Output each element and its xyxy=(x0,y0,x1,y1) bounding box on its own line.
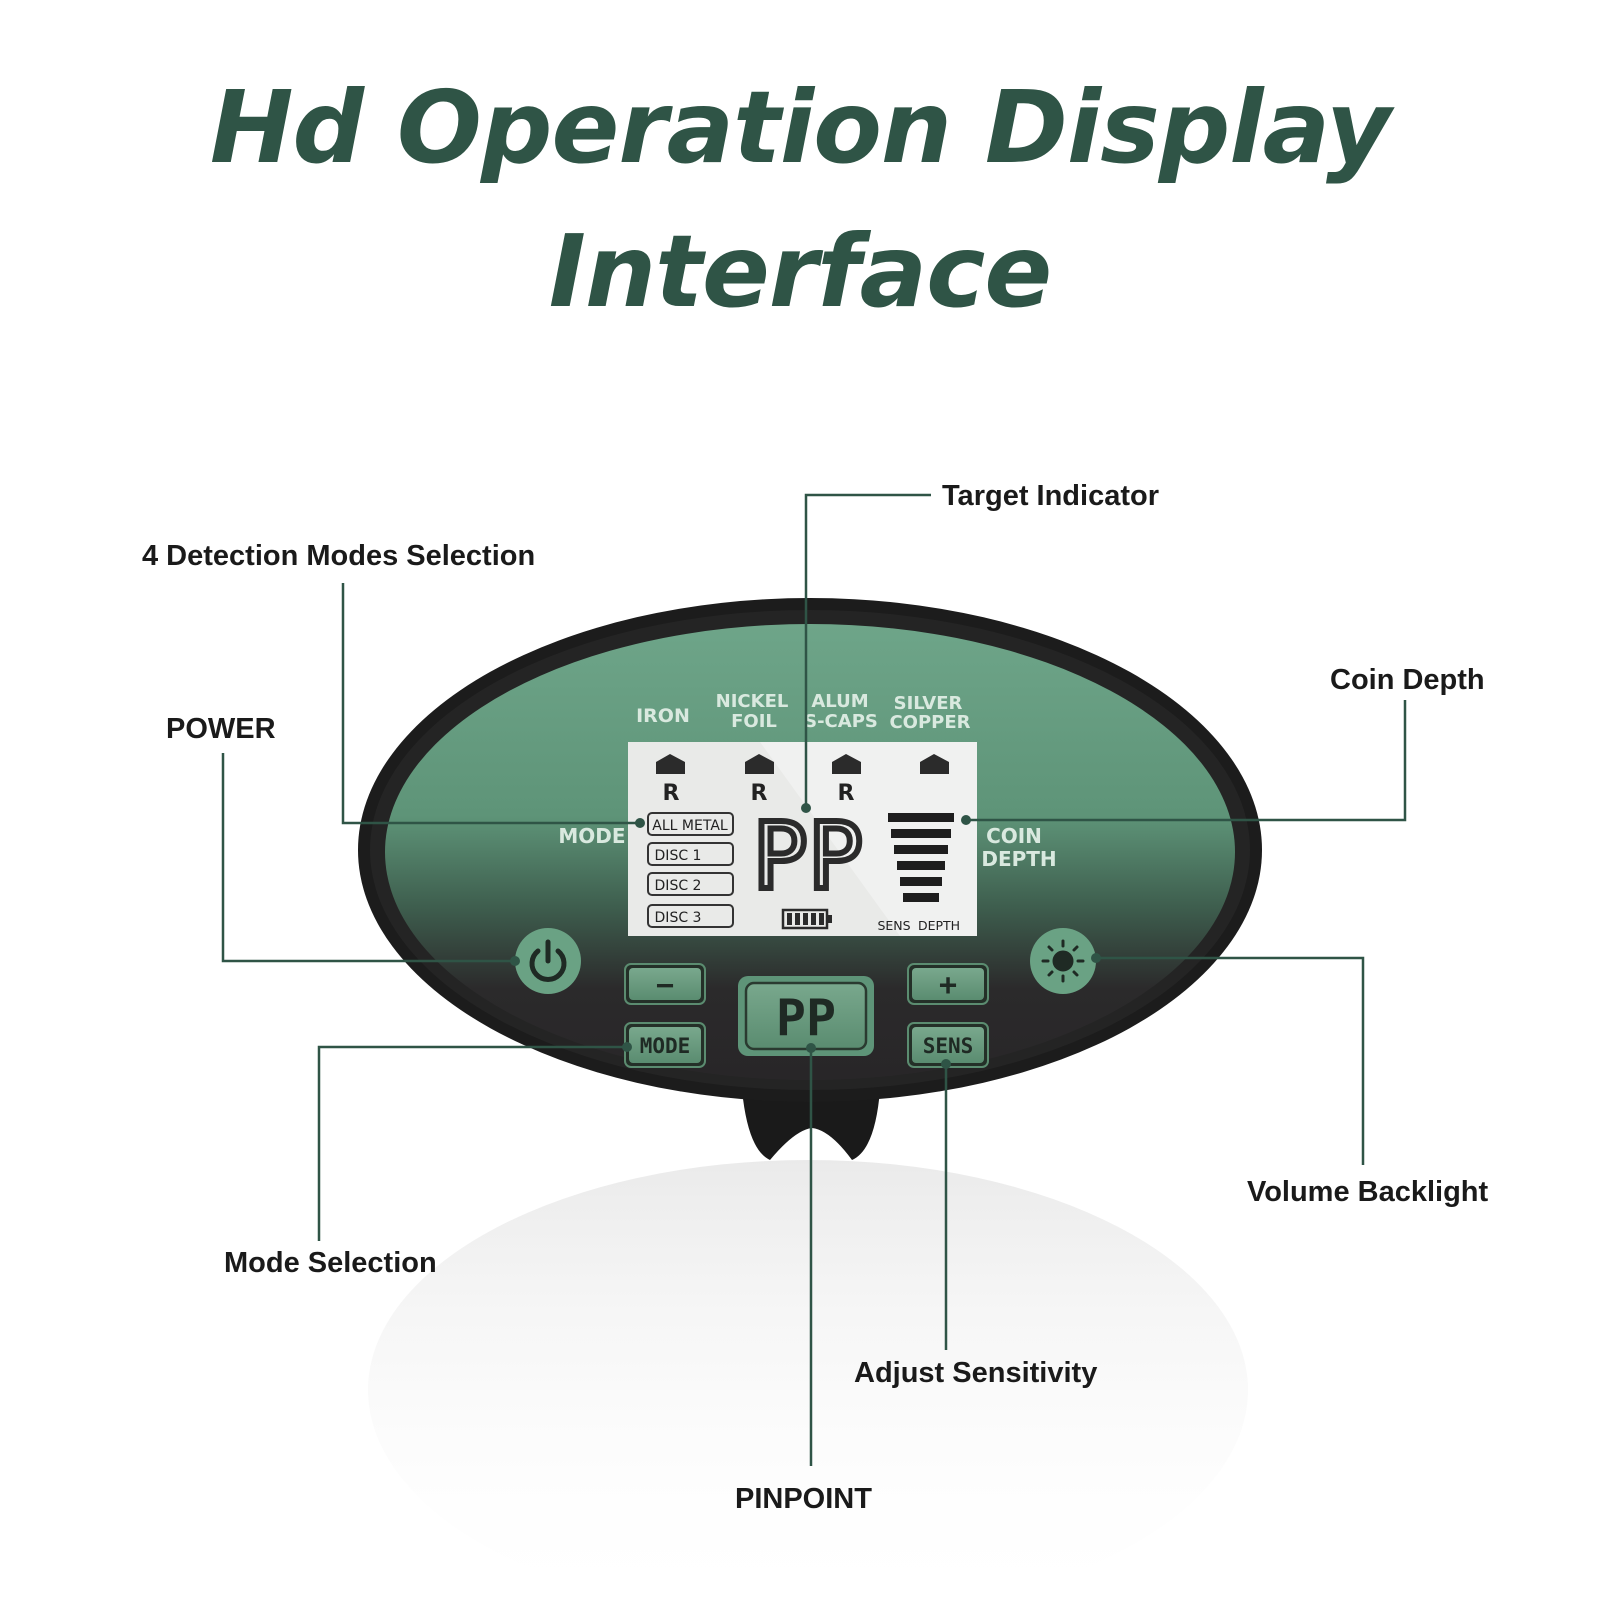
leader-dot xyxy=(622,1042,632,1052)
lcd-digits: PP xyxy=(753,803,864,910)
label-alum: ALUM xyxy=(811,691,868,712)
mode-list: ALL METAL DISC 1 DISC 2 DISC 3 xyxy=(647,812,734,928)
page-title-line-1: Hd Operation Display xyxy=(209,69,1391,186)
sens-button[interactable]: SENS xyxy=(907,1022,989,1068)
depth-bar xyxy=(891,829,951,838)
sens-button-label: SENS xyxy=(923,1034,974,1058)
leader-dot xyxy=(801,803,811,813)
label-silver: SILVER xyxy=(894,693,963,714)
label-foil: FOIL xyxy=(731,711,777,732)
callout-adjust-sensitivity: Adjust Sensitivity xyxy=(854,1357,1098,1389)
mode-box-disc-2 xyxy=(647,872,734,896)
depth-bar xyxy=(897,861,945,870)
callout-power: POWER xyxy=(166,713,276,745)
label-coin: COIN xyxy=(986,824,1042,848)
minus-button[interactable]: − xyxy=(624,963,706,1005)
power-icon xyxy=(529,939,567,982)
sens-label: SENS xyxy=(877,918,910,933)
depth-bar xyxy=(888,813,954,822)
mode-disc-2: DISC 2 xyxy=(655,878,702,894)
plus-label: + xyxy=(939,968,957,1003)
callout-mode-selection: Mode Selection xyxy=(224,1247,437,1279)
mode-all-metal: ALL METAL xyxy=(652,818,728,834)
callout-detection-modes: 4 Detection Modes Selection xyxy=(142,540,536,572)
leader-coin-depth xyxy=(966,700,1407,822)
mode-box-disc-1 xyxy=(647,842,734,866)
depth-bar xyxy=(903,893,939,902)
pinpoint-button-label: PP xyxy=(776,989,836,1047)
reject-mark: R xyxy=(751,781,768,806)
leader-dot xyxy=(510,956,520,966)
leader-dot xyxy=(941,1059,951,1069)
lcd-screen xyxy=(628,742,977,936)
label-depth: DEPTH xyxy=(981,847,1056,871)
label-copper: COPPER xyxy=(889,712,970,733)
page-title-line-2: Interface xyxy=(548,213,1052,330)
mode-disc-1: DISC 1 xyxy=(655,848,702,864)
sun-icon xyxy=(1041,939,1085,983)
leader-dot xyxy=(961,815,971,825)
battery-icon xyxy=(781,908,832,930)
power-button[interactable] xyxy=(515,928,581,994)
label-nickel: NICKEL xyxy=(716,691,789,712)
leader-target-indicator xyxy=(804,493,931,808)
depth-bar xyxy=(894,845,948,854)
reject-mark: R xyxy=(663,781,680,806)
depth-meter xyxy=(888,813,954,902)
leader-dot xyxy=(1091,953,1101,963)
target-indicator xyxy=(656,754,949,774)
callout-pinpoint: PINPOINT xyxy=(735,1483,872,1515)
mode-button-label: MODE xyxy=(640,1034,691,1058)
leader-volume-backlight xyxy=(1096,956,1365,1165)
depth-label: DEPTH xyxy=(918,918,960,933)
pinpoint-button[interactable]: PP xyxy=(738,976,874,1056)
depth-bar xyxy=(900,877,942,886)
callout-target-indicator: Target Indicator xyxy=(942,480,1159,512)
label-mode: MODE xyxy=(558,824,625,848)
target-segment-scaps xyxy=(832,754,861,774)
callout-volume-backlight: Volume Backlight xyxy=(1247,1176,1489,1208)
mode-button[interactable]: MODE xyxy=(624,1022,706,1068)
label-scaps: S-CAPS xyxy=(804,711,878,732)
leader-power xyxy=(221,753,515,963)
lcd-glare xyxy=(760,742,977,936)
target-segment-foil xyxy=(745,754,774,774)
target-segment-copper xyxy=(920,754,949,774)
plus-button[interactable]: + xyxy=(907,963,989,1005)
callout-coin-depth: Coin Depth xyxy=(1330,664,1485,696)
leader-dot xyxy=(635,818,645,828)
leader-dot xyxy=(806,1043,816,1053)
mode-disc-3: DISC 3 xyxy=(655,910,702,926)
leader-mode-selection xyxy=(317,1045,627,1241)
target-segment-iron xyxy=(656,754,685,774)
reflection xyxy=(368,1160,1248,1600)
minus-label: − xyxy=(656,968,674,1003)
label-iron: IRON xyxy=(636,705,690,727)
mode-box-disc-3 xyxy=(647,904,734,928)
leader-detection-modes xyxy=(341,583,640,825)
mode-box-all-metal xyxy=(647,812,734,836)
reject-mark: R xyxy=(838,781,855,806)
backlight-button[interactable] xyxy=(1030,928,1096,994)
